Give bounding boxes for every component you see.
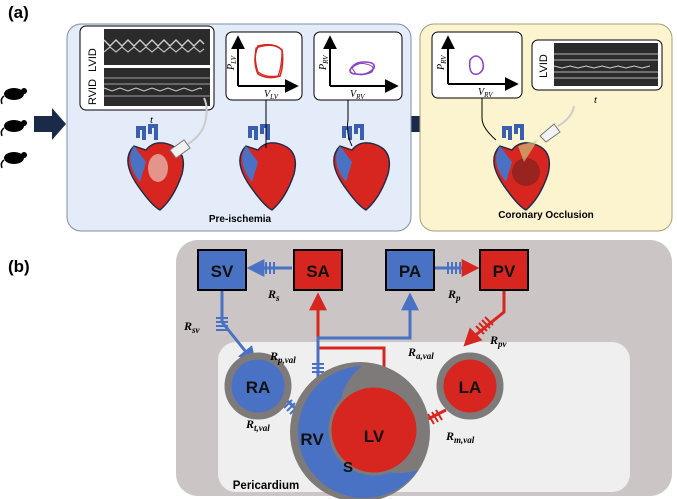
pv-loop-rv	[313, 31, 403, 101]
rtval-label: Rt,val	[245, 417, 270, 433]
rp-label: Rp	[447, 287, 461, 303]
resistor-rsv-icon	[216, 317, 228, 331]
lv-chamber	[328, 384, 420, 476]
mmode-echo-image-occlusion	[531, 39, 663, 91]
heart-icon	[493, 124, 551, 211]
mouse-icons	[0, 88, 27, 169]
vrv-occlusion-label: VRV	[478, 87, 493, 99]
rpv-label: Rpv	[489, 333, 508, 349]
septum-label: S	[343, 459, 353, 476]
catheter-line	[481, 98, 497, 141]
vrv-label: VRV	[350, 89, 365, 101]
lvid-axis-label: LVID	[87, 48, 99, 72]
heart-icon	[127, 124, 185, 211]
ra-label: RA	[246, 378, 271, 397]
plv-label: PLV	[226, 55, 238, 71]
resistor-rs-icon	[261, 262, 275, 274]
ra-chamber	[224, 352, 292, 420]
resistor-rpv-icon	[475, 316, 494, 335]
rvid-axis-label: RVID	[87, 79, 99, 105]
mouse-icon	[0, 88, 27, 105]
catheter-line	[347, 100, 353, 147]
rpval-label: Rp,val	[269, 349, 296, 365]
time-label: t	[150, 114, 154, 126]
la-label: LA	[459, 378, 482, 397]
ventricles	[290, 362, 430, 499]
prv-label: PRV	[318, 55, 330, 71]
rsv-label: Rsv	[183, 319, 201, 335]
raval-label: Ra,val	[407, 345, 434, 361]
heart-icon	[333, 124, 391, 211]
resistor-rpval-icon	[312, 363, 324, 373]
resistor-rp-icon	[447, 262, 461, 274]
lv-label: LV	[364, 427, 385, 446]
pv-box	[479, 249, 529, 291]
rs-label: Rs	[267, 287, 280, 303]
la-chamber	[436, 352, 504, 420]
coronary-occlusion-caption: Coronary Occlusion	[498, 210, 594, 221]
pre-ischemia-caption: Pre-ischemia	[209, 214, 272, 225]
heart-icon	[239, 124, 297, 211]
resistor-rmval-icon	[427, 409, 443, 425]
mouse-icon	[0, 152, 27, 169]
sa-label: SA	[306, 262, 330, 281]
panel-b-label: (b)	[8, 257, 30, 276]
time-occlusion-label: t	[594, 94, 598, 106]
lvid-occlusion-label: LVID	[538, 54, 550, 78]
ultrasound-probe-icon	[518, 105, 575, 162]
pericardium-label: Pericardium	[233, 480, 299, 492]
sv-label: SV	[211, 262, 234, 281]
rv-label: RV	[300, 430, 324, 449]
ultrasound-probe-icon	[169, 97, 208, 159]
sv-box	[197, 249, 247, 291]
pv-loop-lv	[225, 31, 303, 101]
prv-occlusion-label: PRV	[436, 55, 448, 71]
pv-label: PV	[493, 262, 516, 281]
rmval-label: Rm,val	[445, 429, 475, 445]
mmode-echo-image	[79, 25, 215, 111]
mouse-icon	[0, 120, 27, 137]
pa-label: PA	[399, 262, 421, 281]
pv-loop-rv-occlusion	[431, 31, 523, 99]
vlv-label: VLV	[264, 89, 279, 101]
pa-box	[385, 249, 435, 291]
flow-arrow-icon	[34, 108, 66, 140]
panel-a-label: (a)	[8, 3, 29, 22]
sa-box	[293, 249, 343, 291]
